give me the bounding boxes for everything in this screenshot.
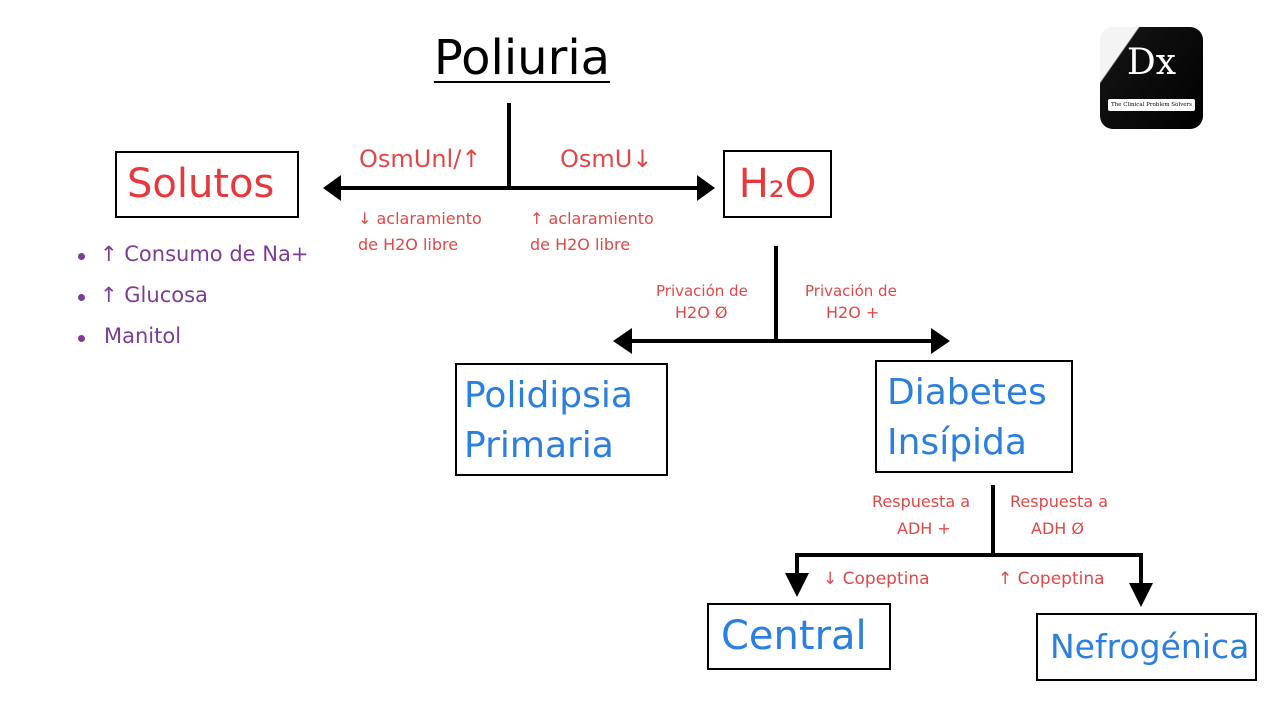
water-right-test-line-1: Privación de (805, 282, 897, 300)
central-box: Central (707, 603, 891, 670)
arrowhead-to-polidipsia (613, 328, 632, 354)
diabetes-insipida-box: Diabetes Insípida (875, 360, 1073, 473)
right-note-line-1: ↑ aclaramiento (530, 209, 654, 228)
water-left-test-line-2: H2O Ø (675, 303, 728, 322)
osm-left-label: OsmUnl/↑ (359, 145, 482, 173)
copeptina-left-label: ↓ Copeptina (823, 569, 930, 589)
left-note-line-1: ↓ aclaramiento (358, 209, 482, 228)
left-note-line-2: de H2O libre (358, 235, 459, 254)
adh-right-line-1: Respuesta a (1010, 492, 1109, 511)
logo-tagline: The Clinical Problem Solvers (1108, 99, 1195, 111)
copeptina-right-label: ↑ Copeptina (998, 569, 1105, 589)
solute-cause-item: Manitol (104, 324, 182, 348)
arrowhead-to-solutos (323, 175, 341, 201)
bullet-dot (78, 294, 85, 301)
water-right-test-line-2: H2O + (826, 303, 880, 322)
solute-cause-item: ↑ Consumo de Na+ (100, 242, 309, 266)
adh-left-line-1: Respuesta a (872, 492, 971, 511)
adh-left-line-2: ADH + (897, 519, 951, 538)
diabetes-insipida-line-2: Insípida (887, 422, 1027, 463)
water-left-test-line-1: Privación de (656, 282, 748, 300)
polidipsia-primaria-box: Polidipsia Primaria (455, 363, 668, 476)
h2o-box: H₂O (723, 150, 832, 218)
adh-right-line-2: ADH Ø (1031, 519, 1084, 538)
arrowhead-to-central (785, 573, 809, 597)
polidipsia-line-2: Primaria (464, 425, 614, 466)
diabetes-insipida-line-1: Diabetes (887, 372, 1047, 413)
nefrogenica-box: Nefrogénica (1036, 613, 1257, 681)
arrowhead-to-h2o (697, 175, 715, 201)
arrowhead-to-nefrogenica (1129, 583, 1153, 607)
solutos-box: Solutos (115, 151, 299, 218)
polidipsia-line-1: Polidipsia (464, 375, 633, 416)
bullet-dot (78, 335, 85, 342)
bullet-dot (78, 253, 85, 260)
arrowhead-to-diabetes-insipida (931, 328, 950, 354)
logo-mark: Dx (1126, 42, 1177, 83)
right-note-line-2: de H2O libre (530, 235, 631, 254)
page-title: Poliuria (433, 30, 611, 86)
solute-cause-item: ↑ Glucosa (100, 283, 208, 307)
osm-right-label: OsmU↓ (560, 145, 653, 173)
dx-logo: Dx The Clinical Problem Solvers (1100, 27, 1203, 129)
